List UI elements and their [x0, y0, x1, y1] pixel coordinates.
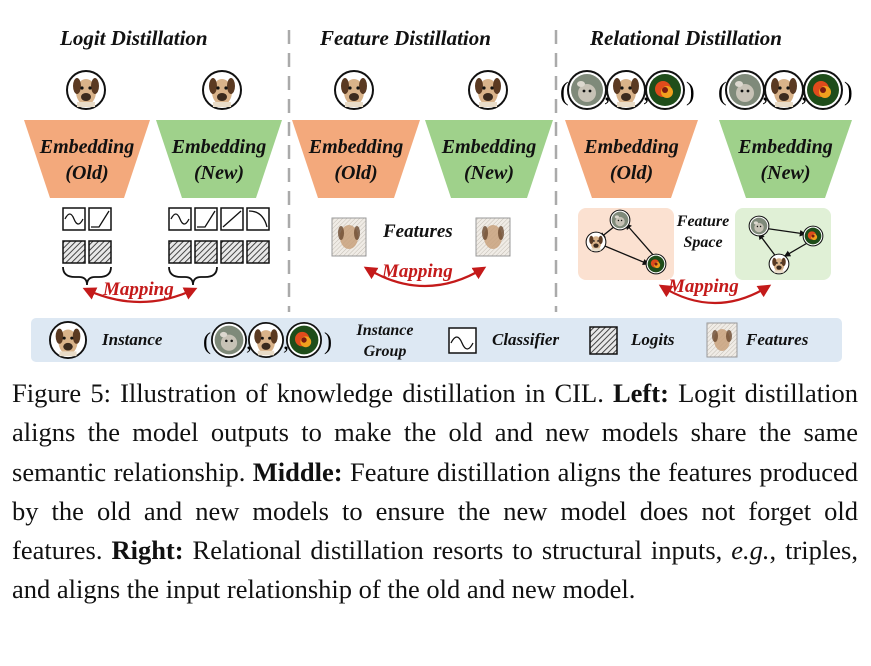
embedding-label: Embedding — [441, 136, 537, 158]
dog-instance-icon — [202, 70, 242, 110]
embedding-old-feature: Embedding (Old) — [292, 120, 420, 198]
section-separators — [287, 30, 558, 312]
feature-space-old — [578, 208, 674, 280]
svg-text:,: , — [283, 329, 289, 355]
feature-space-line2: Space — [683, 234, 723, 251]
legend-instance-group-label: Instance Group — [345, 320, 425, 362]
embedding-new-label: (New) — [194, 162, 244, 184]
logits-icon — [168, 240, 192, 264]
dog-instance-icon — [49, 321, 87, 359]
legend-classifier-label: Classifier — [492, 330, 560, 349]
dog-instance-icon — [66, 70, 106, 110]
legend-instance-group-line1: Instance — [356, 322, 414, 339]
classifier-icon — [88, 207, 112, 231]
legend-logits-label: Logits — [631, 330, 675, 349]
legend-instance-label: Instance — [102, 330, 163, 349]
caption-text: Relational distillation resorts to struc… — [183, 535, 732, 566]
embedding-label: Embedding — [738, 136, 833, 158]
legend-features-label: Features — [746, 330, 809, 349]
classifier-icon — [194, 207, 218, 231]
classifier-icon — [448, 327, 477, 354]
relational-mapping-label: Mapping — [668, 276, 739, 297]
instance-group-old: ( , , ) — [560, 70, 695, 110]
logits-icon — [88, 240, 112, 264]
feature-space-new — [735, 208, 831, 280]
feature-distillation-title: Feature Distillation — [320, 26, 491, 50]
embedding-label: Embedding — [308, 136, 404, 158]
svg-text:(: ( — [718, 77, 727, 106]
embedding-new-label: (New) — [464, 162, 514, 184]
embedding-old-relational: Embedding (Old) — [565, 120, 698, 198]
embedding-new-logit: Embedding (New) — [156, 120, 282, 198]
svg-text:): ) — [686, 77, 695, 106]
figure: Logit Distillation Feature Distillation … — [24, 26, 853, 362]
logits-icon — [194, 240, 218, 264]
figure-caption: Figure 5: Illustration of knowledge dist… — [12, 374, 858, 610]
feature-space-line1: Feature — [676, 213, 730, 230]
logit-outputs — [62, 207, 270, 303]
dog-instance-icon — [468, 70, 508, 110]
embedding-new-relational: Embedding (New) — [719, 120, 852, 198]
instance-group-new: ( , , ) — [718, 70, 853, 110]
legend: Instance ( , , ) Instance Group Classifi… — [31, 318, 842, 362]
svg-text:): ) — [844, 77, 853, 106]
embedding-old-label: (Old) — [609, 162, 654, 184]
dog-instance-icon — [334, 70, 374, 110]
embedding-new-feature: Embedding (New) — [425, 120, 553, 198]
features-icon — [706, 322, 738, 358]
caption-text: , triples, and aligns the input relation… — [12, 535, 858, 605]
features-icon — [475, 217, 511, 257]
logits-icon — [62, 240, 86, 264]
legend-instance-group-line2: Group — [363, 343, 407, 360]
svg-text:): ) — [324, 329, 332, 355]
embedding-old-label: (Old) — [65, 162, 109, 184]
embedding-label: Embedding — [39, 136, 135, 158]
feature-mapping-label: Mapping — [382, 261, 453, 282]
logit-distillation-title: Logit Distillation — [60, 26, 208, 50]
caption-middle-label: Middle: — [252, 456, 343, 487]
caption-eg: e.g. — [731, 535, 770, 566]
logits-icon — [246, 240, 270, 264]
feature-mapping-arrow — [363, 266, 487, 288]
features-icon — [331, 217, 367, 257]
relational-mapping-arrow — [658, 284, 772, 305]
classifier-icon — [246, 207, 270, 231]
logit-mapping-label: Mapping — [103, 279, 174, 300]
logits-icon — [589, 326, 618, 355]
svg-text:(: ( — [560, 77, 569, 106]
feature-space-label: Feature Space — [668, 211, 738, 253]
instance-group-icon: ( , , ) — [203, 321, 332, 359]
embedding-label: Embedding — [171, 136, 267, 158]
caption-text: Figure 5: Illustration of knowledge dist… — [12, 378, 613, 408]
features-label: Features — [383, 221, 453, 242]
embedding-old-logit: Embedding (Old) — [24, 120, 150, 198]
embedding-old-label: (Old) — [334, 162, 378, 184]
logits-icon — [220, 240, 244, 264]
embedding-label: Embedding — [584, 136, 679, 158]
caption-text: Logit distillation aligns the model outp… — [12, 378, 858, 487]
caption-text: Feature distillation aligns the features… — [12, 456, 858, 566]
caption-left-label: Left: — [612, 378, 669, 408]
embedding-new-label: (New) — [760, 162, 811, 184]
caption-right-label: Right: — [111, 535, 184, 566]
svg-text:(: ( — [203, 329, 211, 355]
relational-distillation-title: Relational Distillation — [590, 26, 782, 50]
